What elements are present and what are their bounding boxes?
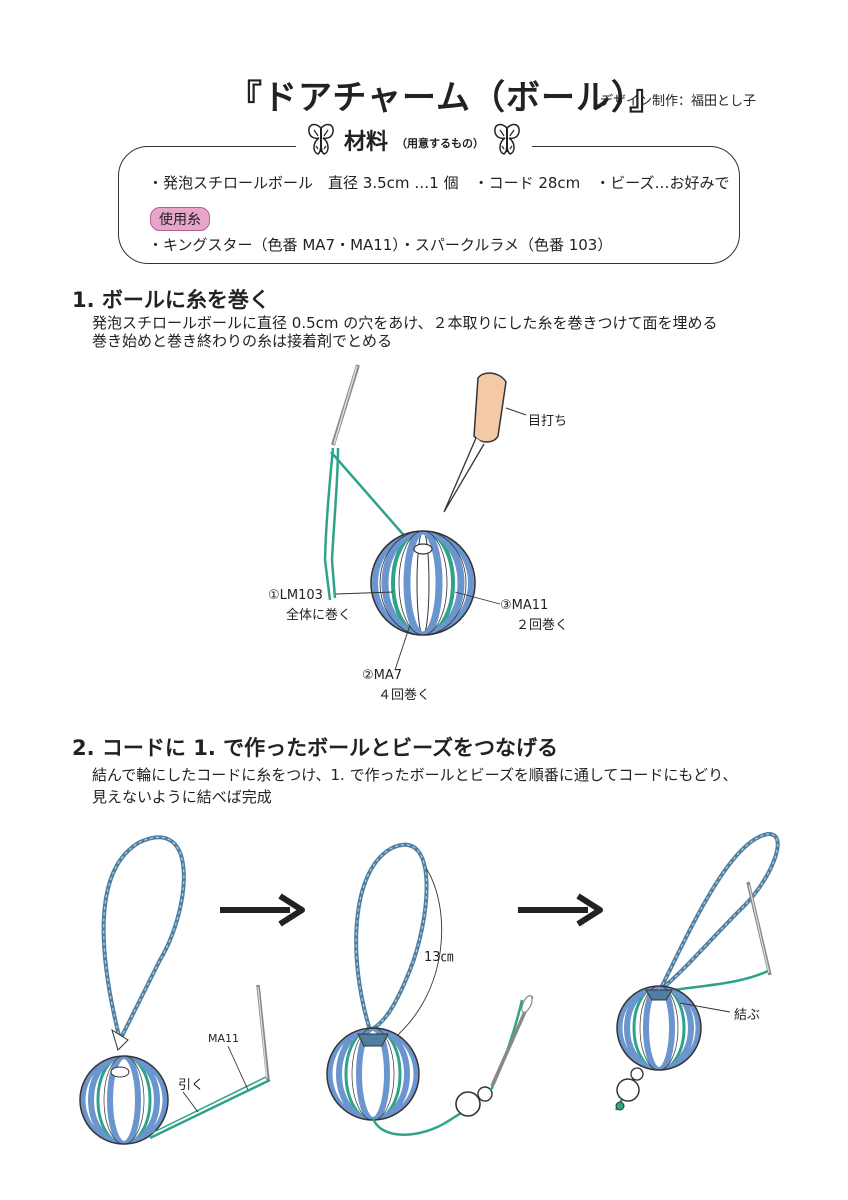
label-lm103-sub: 全体に巻く [286, 608, 352, 623]
needle-icon [331, 364, 360, 446]
step2-desc-2: 見えないように結べば完成 [92, 788, 272, 806]
label-ma7: ②MA7 [362, 668, 403, 683]
label-ma7-sub: ４回巻く [378, 688, 431, 703]
ball-illustration [371, 531, 475, 635]
butterfly-icon [308, 123, 334, 155]
label-tie: 結ぶ [734, 1008, 761, 1023]
materials-subtitle: （用意するもの） [396, 137, 485, 150]
materials-title: 材料 [344, 130, 389, 155]
arrow-right-icon [220, 893, 305, 927]
page-title: 『ドアチャーム（ボール）』 [228, 78, 664, 118]
materials-list: ・発泡スチロールボール 直径 3.5cm …1 個 ・コード 28cm ・ビーズ… [148, 174, 730, 192]
step2-desc-1: 結んで輪にしたコードに糸をつけ、1. で作ったボールとビーズを順番に通してコード… [92, 766, 738, 784]
label-lm103: ①LM103 [268, 588, 323, 603]
materials-heading: 材料 （用意するもの） [296, 122, 533, 158]
step1-desc-2: 巻き始めと巻き終わりの糸は接着剤でとめる [92, 332, 393, 350]
label-pull: 引く [178, 1078, 205, 1093]
step1-desc-1: 発泡スチロールボールに直径 0.5cm の穴をあけ、２本取りにした糸を巻きつけて… [92, 314, 718, 332]
label-ma11-step2: MA11 [208, 1032, 240, 1045]
label-awl: 目打ち [528, 414, 568, 429]
step1-title: 1. ボールに糸を巻く [72, 288, 270, 312]
arrow-right-icon [518, 893, 603, 927]
step2-title: 2. コードに 1. で作ったボールとビーズをつなげる [72, 736, 559, 760]
cord-loop [101, 835, 186, 1051]
yarn-badge: 使用糸 [150, 207, 210, 231]
label-ma11: ③MA11 [500, 598, 549, 613]
awl-icon [443, 372, 507, 513]
label-ma11-sub: ２回巻く [516, 618, 569, 633]
butterfly-icon [494, 123, 520, 155]
label-13cm: 13㎝ [424, 950, 454, 965]
yarn-list: ・キングスター（色番 MA7・MA11）・スパークルラメ（色番 103） [148, 236, 613, 254]
design-credit: デザイン制作：福田とし子 [600, 94, 757, 109]
